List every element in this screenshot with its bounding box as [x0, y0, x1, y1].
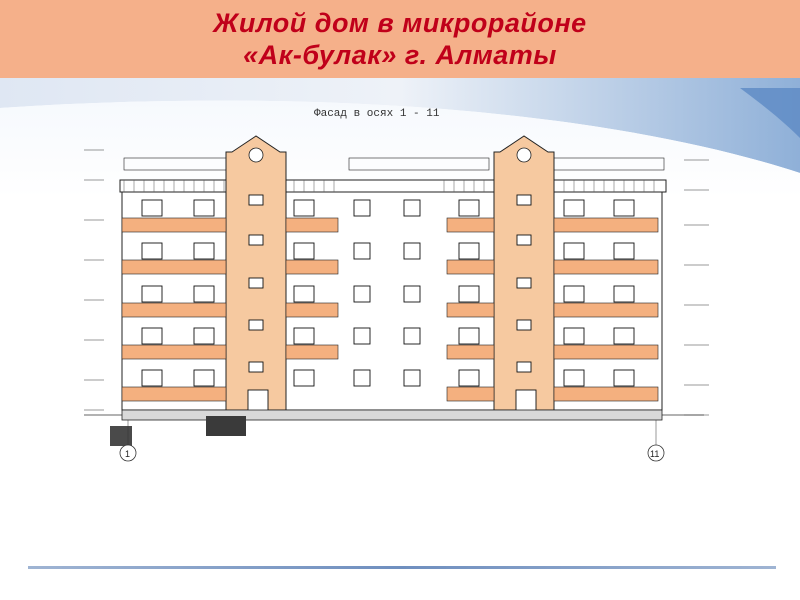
stair-tower-right: [493, 135, 555, 411]
level-marks-right: [684, 159, 709, 416]
stair-tower-left: [225, 135, 287, 411]
slide-title-line-2: «Ак-булак» г. Алматы: [243, 40, 557, 70]
cornice-hatch: [123, 180, 655, 192]
slide-title-line-1: Жилой дом в микрорайоне: [213, 8, 587, 38]
level-marks-left: [84, 149, 104, 411]
facade-drawing: Фасад в осях 1 - 11: [84, 108, 709, 462]
roof-railings: [123, 157, 665, 171]
drawing-caption: Фасад в осях 1 - 11: [314, 108, 440, 120]
axis-marker-right: 11: [647, 420, 665, 462]
decorative-swoosh: [0, 78, 800, 198]
plinth: [121, 409, 663, 421]
axis-marker-left: 1: [119, 420, 137, 462]
axis-label-right: 11: [650, 449, 659, 459]
balcony-bands: [121, 217, 659, 402]
footer-rule: [28, 566, 776, 569]
axis-label-left: 1: [125, 449, 130, 459]
slide-title-bar: Жилой дом в микрорайоне «Ак-булак» г. Ал…: [0, 0, 800, 78]
plinth-block-left: [110, 426, 132, 446]
windows: [141, 194, 635, 387]
plinth-block-center: [206, 416, 246, 436]
